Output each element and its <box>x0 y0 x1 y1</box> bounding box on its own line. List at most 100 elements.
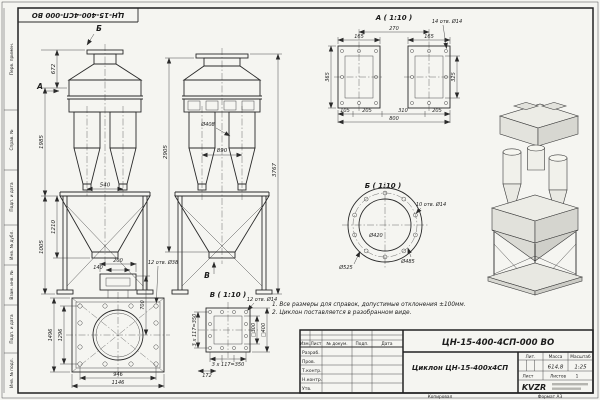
dim-200: 200 <box>113 258 123 264</box>
note-1: 1. Все размеры для справок, допустимые о… <box>272 302 466 308</box>
holes-callout-base: 12 отв. Ø38 <box>148 259 178 266</box>
margin-label-3: Инв. № дубл. <box>9 230 15 259</box>
distribution-box <box>68 98 142 113</box>
detail-b-label: Б ( 1:10 ) <box>365 182 401 190</box>
side-view: Ø408 890 2905 3767 В <box>163 48 282 295</box>
copied-label: Копировал <box>428 394 453 400</box>
dim-172: 172 <box>202 373 212 379</box>
bottom-flange-square <box>205 307 251 353</box>
title-block: Изм. Лист № докум. Подп. Дата Разраб. Пр… <box>299 329 594 400</box>
tb-row-nkontr: Н.контр. <box>302 377 322 383</box>
dim-1210: 1210 <box>51 220 57 234</box>
margin-label-1: Справ. № <box>9 129 15 150</box>
tb-sheet-label: Лист <box>523 374 534 380</box>
bolt-circle <box>352 192 418 258</box>
dim-1146: 1146 <box>112 380 125 386</box>
cyclone-body-left <box>73 111 101 149</box>
tb-product-name: Циклон ЦН-15-400х4СП <box>412 364 508 372</box>
cyclone-body <box>188 111 216 149</box>
flange-outer-circle <box>347 187 423 263</box>
margin-label-2: Подп. и дата <box>9 182 15 212</box>
dim-525: Ø525 <box>338 264 352 271</box>
dim-140: 140 <box>93 265 103 271</box>
tb-lit-label: Лит. <box>526 354 536 360</box>
holes-callout-b: 10 отв. Ø14 <box>416 201 446 208</box>
format-label: Формат А3 <box>538 394 563 400</box>
margin-label-5: Подп. и дата <box>9 314 15 344</box>
dim-365: 365 <box>325 72 331 82</box>
front-view: Б А 672 1985 1210 1005 540 <box>36 24 154 295</box>
base-plan-view: 200 140 12 отв. Ø38 700 946 1146 1296 14… <box>48 258 178 389</box>
tb-mass-value: 614,8 <box>548 365 564 371</box>
tb-scale-value: 1:25 <box>574 365 587 371</box>
tb-company-text-line <box>552 383 588 386</box>
tb-row-prov: Пров. <box>302 359 315 365</box>
dim-side-v: 3 х 117=350 <box>192 314 198 347</box>
hopper-flange <box>91 251 119 259</box>
dim-946: 946 <box>113 372 123 378</box>
bolt-holes-v <box>208 310 248 350</box>
top-designation: ЦН-15-400-4СП-000 ВО <box>32 11 125 19</box>
tb-header-list: Лист <box>311 341 322 347</box>
dim-1496: 1496 <box>48 329 54 342</box>
detail-b-view: Б ( 1:10 ) Ø420 Ø525 Ø485 10 отв. Ø14 <box>338 182 446 271</box>
dim-300: □300 <box>251 323 257 337</box>
dim-205l: 205 <box>362 108 372 114</box>
detail-a-view: А ( 1:10 ) 165 165 270 14 отв. Ø14 365 3… <box>325 14 462 125</box>
dim-2905: 2905 <box>163 145 169 159</box>
base-plate-left <box>56 289 74 295</box>
dim-540: 540 <box>100 183 111 189</box>
base-plate-right <box>136 289 154 295</box>
tb-logo: KVZR <box>522 383 546 392</box>
detail-v-label: В ( 1:10 ) <box>210 291 246 299</box>
bolt-holes-a <box>340 49 448 105</box>
dim-1985: 1985 <box>39 135 45 149</box>
holes-callout-v: 12 отв. Ø14 <box>247 296 277 303</box>
tb-row-tkontr: Т.контр. <box>301 368 322 374</box>
dim-310: 310 <box>398 108 408 114</box>
isometric-view <box>486 102 584 296</box>
tb-mass-label: Масса <box>549 354 563 360</box>
dim-165l: 165 <box>354 34 364 40</box>
dim-485: Ø485 <box>400 258 414 265</box>
tb-header-izm: Изм. <box>300 341 310 347</box>
dim-3767: 3767 <box>272 163 278 177</box>
tb-header-podp: Подп. <box>355 341 368 347</box>
dim-270: 270 <box>389 26 399 32</box>
cyclone-body-right <box>109 111 137 149</box>
section-label-b: Б <box>96 24 102 33</box>
holes-callout-a: 14 отв. Ø14 <box>432 18 462 25</box>
view-label-v: В <box>204 271 210 280</box>
section-label-a: А <box>36 82 43 91</box>
tb-row-razrab: Разраб. <box>302 350 320 356</box>
dim-1005: 1005 <box>39 240 45 254</box>
dim-205r: 205 <box>432 108 442 114</box>
tb-row-utv: Утв. <box>302 386 311 392</box>
tb-doc-code: ЦН-15-400-4СП-000 ВО <box>442 338 554 348</box>
tb-scale-label: Масштаб <box>570 354 591 360</box>
dim-700: 700 <box>140 300 146 310</box>
tb-company-text-line2 <box>552 387 581 390</box>
tb-header-doc: № докум. <box>326 341 347 347</box>
margin-label-4: Взам. инв. № <box>9 270 15 300</box>
dim-165r: 165 <box>424 34 434 40</box>
dim-325: 325 <box>451 72 457 82</box>
detail-a-label: А ( 1:10 ) <box>375 14 413 22</box>
dim-420: Ø420 <box>368 232 382 239</box>
tb-sheets-label: Листов <box>550 374 567 380</box>
inlet-flange-left <box>337 45 381 109</box>
dim-890: 890 <box>217 148 228 154</box>
inlet-flange-right <box>407 45 451 109</box>
margin-label-0: Перв. примен. <box>9 43 15 75</box>
dim-bottom-v: 3 х 117=350 <box>212 362 245 368</box>
tb-header-data: Дата <box>381 341 392 347</box>
notes: 1. Все размеры для справок, допустимые о… <box>272 302 466 316</box>
outlet-duct-section <box>99 273 137 291</box>
detail-v-view: В ( 1:10 ) 12 отв. Ø14 3 х 117=350 172 3… <box>192 291 277 379</box>
dim-800: 800 <box>389 116 399 122</box>
dim-105: 105 <box>340 108 350 114</box>
margin-label-6: Инв. № подл. <box>9 358 15 388</box>
bolt-holes-b <box>352 190 418 260</box>
